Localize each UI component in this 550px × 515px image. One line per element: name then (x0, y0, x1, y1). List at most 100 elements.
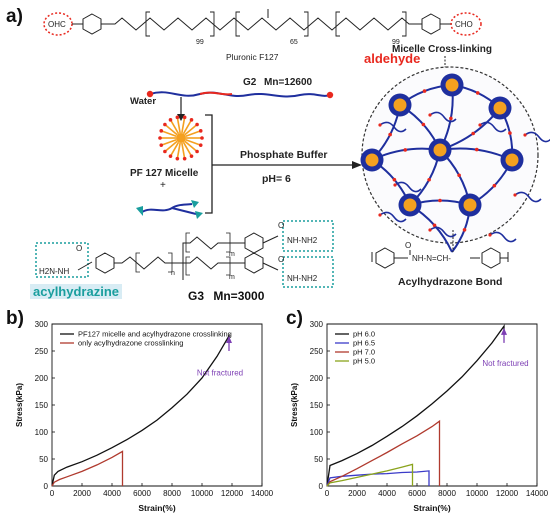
chart-c: 0 2000 4000 6000 8000 10000 12000 14000 0 50 100 15… (290, 320, 549, 513)
g2-label: G2 (243, 77, 257, 88)
bond-label: Acylhydrazone Bond (398, 276, 502, 288)
x-tick-label: 10000 (191, 489, 214, 498)
bottom-hydrazide-box (282, 256, 334, 288)
x-tick-label: 8000 (438, 489, 456, 498)
y-tick-label: 100 (35, 428, 49, 437)
g3-mn: Mn=3000 (213, 289, 265, 303)
micelle-starburst (158, 115, 204, 161)
g3-label-group: G3 Mn=3000 (188, 289, 264, 303)
y-tick-label: 250 (310, 347, 324, 356)
x-axis-label: Strain(%) (413, 503, 450, 513)
svg-text:O: O (76, 244, 82, 253)
y-tick-label: 100 (310, 428, 324, 437)
g3-end-1 (136, 206, 143, 216)
y-axis-label: Stress(kPa) (290, 383, 299, 427)
index-99a: 99 (196, 39, 204, 46)
svg-text:O: O (278, 221, 284, 230)
h2n-nh: H2N-NH (39, 267, 69, 276)
g3-n-index: n (171, 270, 175, 277)
x-tick-label: 12000 (221, 489, 244, 498)
plus-sign: + (160, 180, 166, 191)
aldehyde-label: aldehyde (364, 51, 420, 66)
buffer-label: Phosphate Buffer (240, 149, 328, 161)
x-tick-label: 0 (50, 489, 55, 498)
g2-chain (149, 91, 331, 98)
legend-label: pH 5.0 (353, 357, 375, 366)
legend-label: pH 6.5 (353, 339, 375, 348)
g3-end-2 (191, 200, 199, 208)
x-tick-label: 14000 (251, 489, 274, 498)
index-65: 65 (290, 39, 298, 46)
series-line-0 (51, 333, 230, 487)
x-tick-label: 6000 (133, 489, 151, 498)
micelle-label: PF 127 Micelle (130, 168, 199, 179)
y-tick-label: 200 (35, 374, 49, 383)
x-tick-label: 6000 (408, 489, 426, 498)
x-tick-label: 4000 (378, 489, 396, 498)
svg-text:O: O (405, 241, 411, 250)
crosslink-label: Micelle Cross-linking (392, 44, 492, 55)
legend-label: pH 7.0 (353, 348, 375, 357)
left-benzene-ring (82, 13, 102, 35)
bond-formula: NH-N=CH- (412, 254, 451, 263)
series-line-0 (326, 324, 505, 487)
x-tick-label: 2000 (73, 489, 91, 498)
y-tick-label: 300 (35, 320, 49, 329)
svg-text:O: O (278, 255, 284, 264)
series-line-1 (51, 450, 124, 487)
acylhydrazine-label: acylhydrazine (30, 284, 122, 299)
repeat-brackets (145, 11, 407, 37)
legend-label: PF127 micelle and acylhydrazone crosslin… (78, 330, 232, 339)
right-benzene-ring (421, 13, 441, 35)
panel-c-label: c) (286, 308, 303, 329)
y-axis-label: Stress(kPa) (15, 383, 24, 427)
reaction-bracket (205, 114, 213, 214)
g3-left-ring (95, 252, 115, 274)
x-tick-label: 2000 (348, 489, 366, 498)
chart-b: 0 2000 4000 6000 8000 10000 12000 14000 0 50 100 15… (15, 320, 274, 513)
g3-label: G3 (188, 289, 205, 303)
right-aldehyde-group: CHO (455, 20, 473, 29)
nh-nh2-top: NH-NH2 (287, 236, 318, 245)
x-tick-label: 12000 (496, 489, 519, 498)
panel-b-label: b) (6, 308, 24, 329)
water-label: Water (130, 96, 156, 107)
legend-label: pH 6.0 (353, 330, 375, 339)
x-tick-label: 0 (325, 489, 330, 498)
g2-end-right (326, 91, 334, 99)
annotation-text: Not fractured (482, 359, 528, 368)
y-tick-label: 0 (319, 482, 324, 491)
f127-backbone (72, 17, 452, 31)
series-line-1 (326, 470, 430, 487)
g3-upper-ring (244, 232, 264, 254)
index-99b: 99 (392, 39, 400, 46)
y-tick-label: 150 (35, 401, 49, 410)
micelle-network (360, 73, 550, 253)
right-aldehyde-circle (450, 12, 482, 36)
x-tick-label: 4000 (103, 489, 121, 498)
top-hydrazide-box (282, 220, 334, 252)
g2-mn: Mn=12600 (264, 77, 313, 88)
y-tick-label: 0 (44, 482, 49, 491)
polymer-name: Pluronic F127 (226, 52, 279, 62)
x-tick-label: 10000 (466, 489, 489, 498)
panel-a-label: a) (6, 6, 23, 27)
x-axis-label: Strain(%) (138, 503, 175, 513)
x-tick-label: 8000 (163, 489, 181, 498)
series-line-3 (326, 463, 414, 487)
left-aldehyde-group: OHC (48, 20, 66, 29)
m-bottom: m (229, 274, 235, 281)
g3-end-3 (195, 211, 203, 219)
y-tick-label: 200 (310, 374, 324, 383)
scheme-diagram: OHC 99 65 99 CHO Pluronic F127 aldehyde … (35, 9, 550, 288)
nh-nh2-bottom: NH-NH2 (287, 274, 318, 283)
x-tick-label: 14000 (526, 489, 549, 498)
ph-label: pH= 6 (262, 173, 291, 185)
y-tick-label: 300 (310, 320, 324, 329)
g3-lower-ring (244, 252, 264, 274)
y-tick-label: 50 (314, 455, 323, 464)
y-tick-label: 50 (39, 455, 48, 464)
series-line-2 (326, 419, 441, 487)
y-tick-label: 150 (310, 401, 324, 410)
acylhydrazone-bond-structure: O NH-N=CH- (371, 241, 509, 269)
